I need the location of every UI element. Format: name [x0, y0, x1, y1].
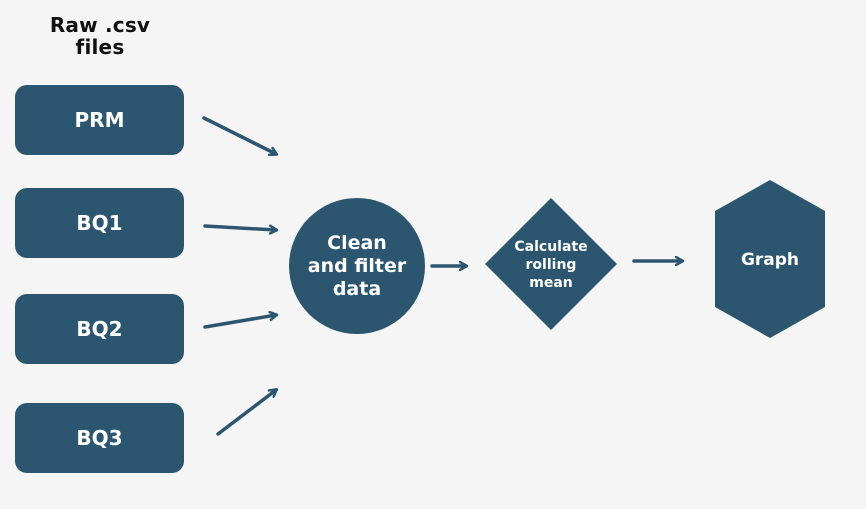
clean-label-line-2: and filter — [307, 254, 407, 277]
file-node-bq2: BQ2 — [15, 294, 184, 364]
clean-label-line-3: data — [332, 277, 382, 300]
arrow-bq2-to-clean — [203, 315, 276, 329]
graph-label-text: Graph — [740, 250, 800, 270]
rolling-mean-label: Calculate rolling mean — [491, 236, 611, 294]
rolling-label-line-1: Calculate — [514, 239, 588, 255]
clean-filter-label: Clean and filter data — [289, 226, 425, 306]
rolling-label-line-3: mean — [529, 275, 573, 291]
file-node-label: PRM — [74, 108, 125, 132]
rolling-label-line-2: rolling — [525, 257, 577, 273]
file-node-label: BQ3 — [76, 426, 123, 450]
rolling-mean-diamond — [485, 198, 617, 330]
clean-filter-circle — [289, 198, 425, 334]
graph-label: Graph — [715, 245, 825, 275]
file-node-prm: PRM — [15, 85, 184, 155]
arrow-bq3-to-clean — [216, 390, 276, 436]
file-node-bq1: BQ1 — [15, 188, 184, 258]
arrow-prm-to-clean — [202, 116, 276, 154]
graph-hexagon — [715, 180, 825, 338]
heading-line-1: Raw .csv — [49, 13, 151, 37]
arrow-bq1-to-clean — [203, 224, 276, 230]
file-node-label: BQ1 — [76, 211, 123, 235]
heading-line-2: files — [75, 35, 125, 59]
file-node-bq3: BQ3 — [15, 403, 184, 473]
clean-label-line-1: Clean — [327, 231, 387, 254]
file-node-label: BQ2 — [76, 317, 123, 341]
raw-csv-files-heading: Raw .csv files — [40, 14, 160, 58]
